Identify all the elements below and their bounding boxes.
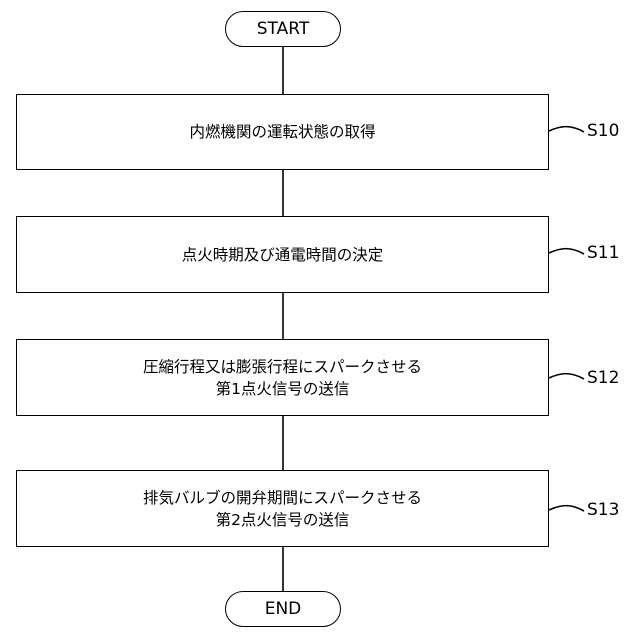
- leader-s12: [549, 374, 584, 379]
- step-s13-text-line2: 第2点火信号の送信: [216, 509, 350, 531]
- leader-s10: [549, 127, 584, 132]
- end-label: END: [265, 599, 302, 619]
- start-terminal: START: [225, 11, 341, 47]
- step-s10-text: 内燃機関の運転状態の取得: [189, 121, 375, 143]
- step-s12-text-line2: 第1点火信号の送信: [216, 378, 350, 400]
- step-s13-label: S13: [587, 500, 619, 520]
- step-s13-text-line1: 排気バルブの開弁期間にスパークさせる: [143, 487, 422, 509]
- step-s12: 圧縮行程又は膨張行程にスパークさせる 第1点火信号の送信: [16, 339, 549, 416]
- step-s10: 内燃機関の運転状態の取得: [16, 94, 549, 170]
- step-s10-label: S10: [587, 121, 619, 141]
- start-label: START: [257, 19, 309, 39]
- step-s11-text: 点火時期及び通電時間の決定: [182, 244, 384, 266]
- leader-s11: [549, 249, 584, 254]
- step-s12-text-line1: 圧縮行程又は膨張行程にスパークさせる: [143, 356, 422, 378]
- step-s11-label: S11: [587, 243, 619, 263]
- step-s11: 点火時期及び通電時間の決定: [16, 216, 549, 293]
- step-s13: 排気バルブの開弁期間にスパークさせる 第2点火信号の送信: [16, 470, 549, 547]
- step-s12-label: S12: [587, 368, 619, 388]
- end-terminal: END: [225, 591, 341, 627]
- leader-s13: [549, 506, 584, 511]
